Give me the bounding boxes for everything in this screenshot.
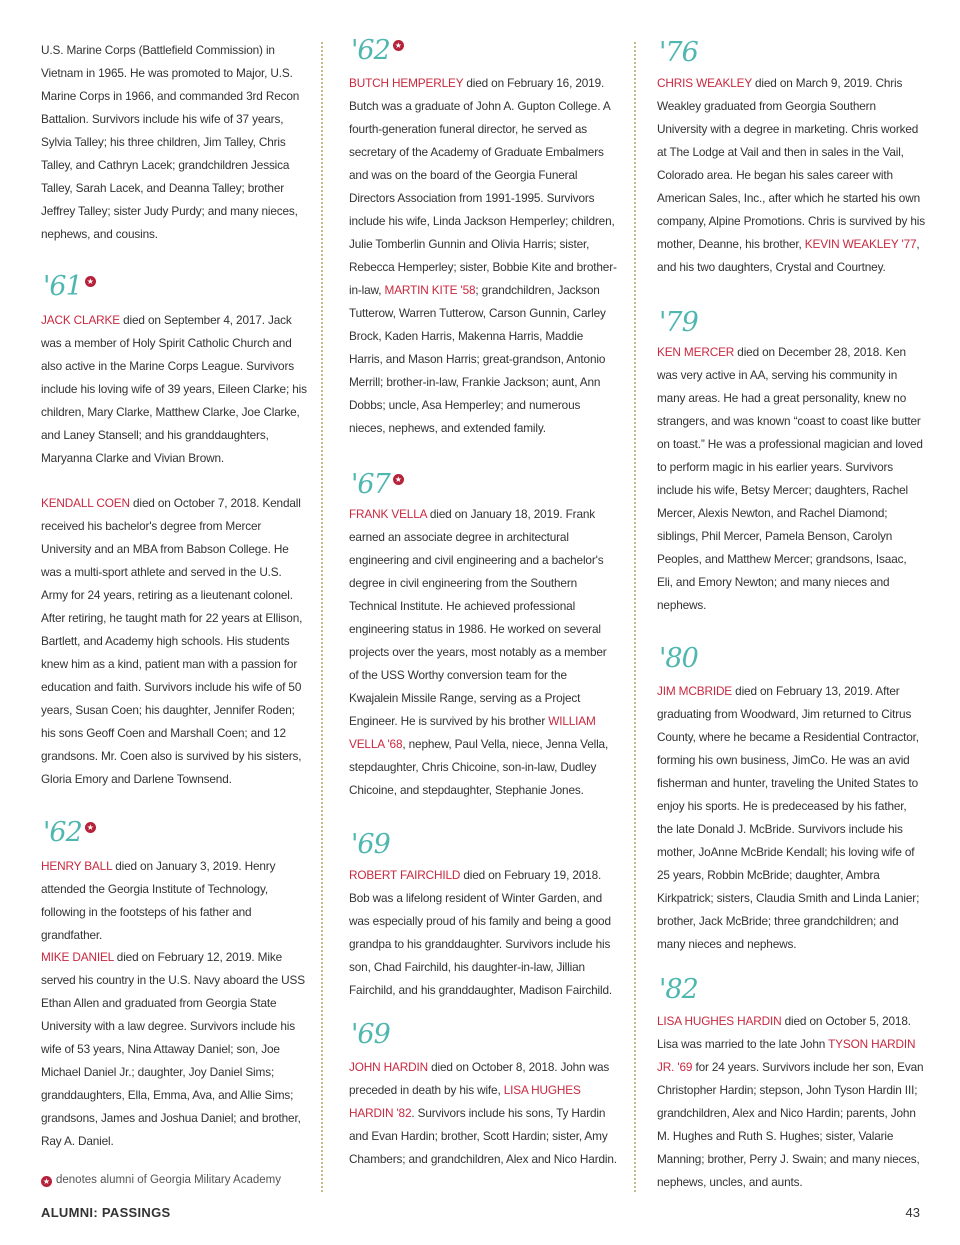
alumni-name: HENRY BALL <box>41 859 113 873</box>
column-1: U.S. Marine Corps (Battlefield Commissio… <box>41 0 309 1200</box>
star-icon: ★ <box>41 1176 52 1187</box>
class-year: '69 <box>351 1019 391 1050</box>
class-year: '62 <box>43 817 83 848</box>
obituary-text: , and his two daughters, Crystal and Cou… <box>657 237 920 274</box>
alumni-name: MARTIN KITE '58 <box>384 283 476 297</box>
alumni-name: TYSON HARDIN JR. '69 <box>657 1037 916 1074</box>
alumni-name: FRANK VELLA <box>349 507 427 521</box>
obituary-text: died on March 9, 2019. Chris Weakley gra… <box>657 76 926 251</box>
class-year-heading: '82 <box>659 974 699 1005</box>
class-year-heading: '80 <box>659 643 699 674</box>
obituary-entry: KEN MERCER died on December 28, 2018. Ke… <box>657 341 925 617</box>
alumni-name: KEN MERCER <box>657 345 735 359</box>
class-year: '79 <box>659 307 699 338</box>
alumni-name: WILLIAM VELLA '68 <box>349 714 596 751</box>
obituary-text: died on February 12, 2019. Mike served h… <box>41 950 305 1148</box>
obituary-text: ; grandchildren, Jackson Tutterow, Warre… <box>349 283 606 435</box>
obituary-text: for 24 years. Survivors include her son,… <box>657 1060 924 1189</box>
class-year: '61 <box>43 271 83 302</box>
alumni-name: MIKE DANIEL <box>41 950 114 964</box>
star-icon: ★ <box>392 40 404 51</box>
obituary-entry: U.S. Marine Corps (Battlefield Commissio… <box>41 39 309 246</box>
obituary-entry: MIKE DANIEL died on February 12, 2019. M… <box>41 946 309 1153</box>
class-year-heading: '61★ <box>43 272 96 302</box>
obituary-text: died on October 5, 2018. Lisa was marrie… <box>657 1014 911 1051</box>
obituary-entry: CHRIS WEAKLEY died on March 9, 2019. Chr… <box>657 72 925 279</box>
class-year-heading: '69 <box>351 1019 391 1050</box>
column-divider <box>321 42 323 1192</box>
alumni-name: JACK CLARKE <box>41 313 120 327</box>
obituary-entry: FRANK VELLA died on January 18, 2019. Fr… <box>349 503 617 802</box>
section-title: ALUMNI: PASSINGS <box>41 1205 171 1220</box>
star-icon: ★ <box>84 276 96 287</box>
class-year: '76 <box>659 37 699 68</box>
obituary-text: died on December 28, 2018. Ken was very … <box>657 345 923 612</box>
page-number: 43 <box>905 1205 920 1220</box>
star-icon: ★ <box>84 822 96 833</box>
class-year: '80 <box>659 643 699 674</box>
alumni-name: JIM MCBRIDE <box>657 684 733 698</box>
alumni-name: BUTCH HEMPERLEY <box>349 76 464 90</box>
class-year-heading: '79 <box>659 307 699 338</box>
class-year: '69 <box>351 829 391 860</box>
class-year: '82 <box>659 974 699 1005</box>
alumni-name: JOHN HARDIN <box>349 1060 428 1074</box>
obituary-text: died on October 8, 2018. John was preced… <box>349 1060 610 1097</box>
obituary-entry: LISA HUGHES HARDIN died on October 5, 20… <box>657 1010 925 1194</box>
obituary-entry: HENRY BALL died on January 3, 2019. Henr… <box>41 855 309 947</box>
alumni-name: KENDALL COEN <box>41 496 130 510</box>
obituary-entry: BUTCH HEMPERLEY died on February 16, 201… <box>349 72 617 440</box>
obituary-entry: ROBERT FAIRCHILD died on February 19, 20… <box>349 864 617 1002</box>
class-year: '62 <box>351 35 391 66</box>
alumni-name: CHRIS WEAKLEY <box>657 76 752 90</box>
footnote: ★ denotes alumni of Georgia Military Acad… <box>41 1174 281 1187</box>
class-year-heading: '76 <box>659 37 699 68</box>
obituary-entry: JACK CLARKE died on September 4, 2017. J… <box>41 309 309 470</box>
class-year: '67 <box>351 469 391 500</box>
obituary-text: died on January 18, 2019. Frank earned a… <box>349 507 607 728</box>
obituary-text: died on February 16, 2019. Butch was a g… <box>349 76 617 297</box>
column-2: '62★BUTCH HEMPERLEY died on February 16,… <box>349 0 617 1200</box>
column-divider <box>634 42 636 1192</box>
obituary-text: died on October 7, 2018. Kendall receive… <box>41 496 303 786</box>
alumni-name: LISA HUGHES HARDIN '82 <box>349 1083 581 1120</box>
obituary-entry: JIM MCBRIDE died on February 13, 2019. A… <box>657 680 925 956</box>
obituary-entry: KENDALL COEN died on October 7, 2018. Ke… <box>41 492 309 791</box>
footnote-text: denotes alumni of Georgia Military Acade… <box>56 1174 281 1186</box>
alumni-name: KEVIN WEAKLEY '77 <box>804 237 917 251</box>
alumni-name: LISA HUGHES HARDIN <box>657 1014 782 1028</box>
alumni-name: ROBERT FAIRCHILD <box>349 868 461 882</box>
obituary-text: . Survivors include his sons, Ty Hardin … <box>349 1106 617 1166</box>
class-year-heading: '62★ <box>43 818 96 848</box>
obituary-text: died on September 4, 2017. Jack was a me… <box>41 313 307 465</box>
obituary-text: died on February 19, 2018. Bob was a lif… <box>349 868 613 997</box>
obituary-text: died on February 13, 2019. After graduat… <box>657 684 920 951</box>
star-icon: ★ <box>392 474 404 485</box>
obituary-text: , nephew, Paul Vella, niece, Jenna Vella… <box>349 737 609 797</box>
class-year-heading: '62★ <box>351 36 404 66</box>
obituary-text: died on January 3, 2019. Henry attended … <box>41 859 276 942</box>
class-year-heading: '67★ <box>351 470 404 500</box>
class-year-heading: '69 <box>351 829 391 860</box>
obituary-entry: JOHN HARDIN died on October 8, 2018. Joh… <box>349 1056 617 1171</box>
obituary-text: U.S. Marine Corps (Battlefield Commissio… <box>41 43 300 241</box>
